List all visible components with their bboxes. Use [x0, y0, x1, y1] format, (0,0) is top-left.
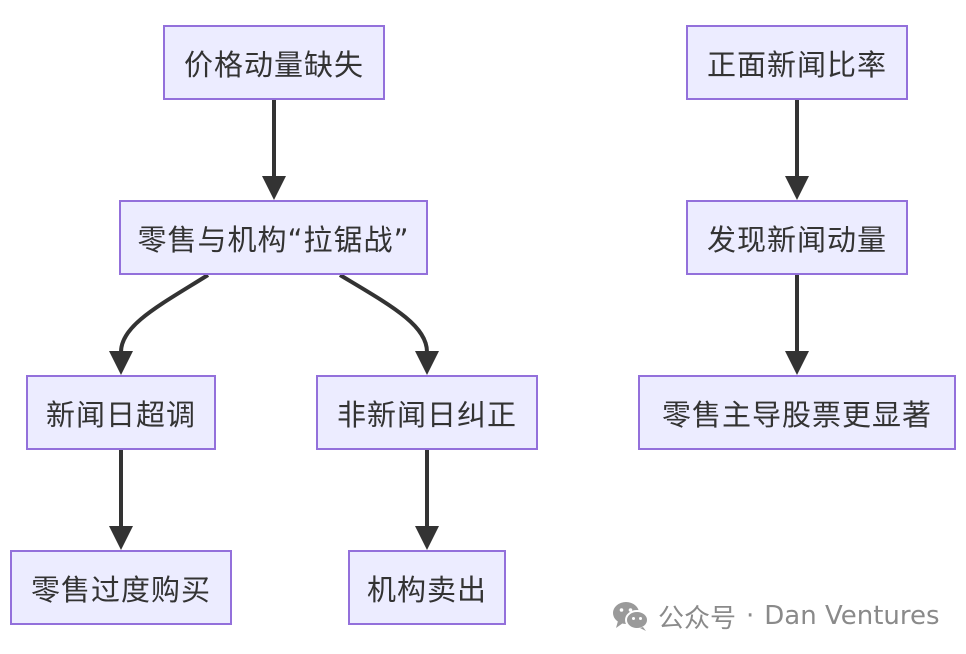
wechat-icon	[613, 602, 649, 631]
node-retail-dominated-stocks-more-significant: 零售主导股票更显著	[638, 375, 956, 450]
node-retail-overbuying: 零售过度购买	[10, 550, 232, 625]
node-institution-selling: 机构卖出	[348, 550, 506, 625]
arrowhead-n2	[262, 176, 286, 200]
node-price-momentum-missing: 价格动量缺失	[163, 25, 385, 100]
node-positive-news-ratio: 正面新闻比率	[686, 25, 908, 100]
arrowhead-n6	[415, 526, 439, 550]
arrowhead-n4	[415, 351, 439, 375]
arrowhead-n9	[785, 351, 809, 375]
edge-n2-n3	[119, 273, 210, 353]
arrowhead-n8	[785, 176, 809, 200]
edge-n2-n4	[338, 273, 429, 353]
watermark-separator: ·	[746, 601, 755, 631]
node-discover-news-momentum: 发现新闻动量	[686, 200, 908, 275]
arrowhead-n3	[109, 351, 133, 375]
node-retail-institution-tug-of-war: 零售与机构“拉锯战”	[119, 200, 428, 275]
watermark-account: Dan Ventures	[764, 601, 940, 631]
node-news-day-overshoot: 新闻日超调	[26, 375, 216, 450]
arrowhead-n5	[109, 526, 133, 550]
watermark-platform: 公众号	[658, 603, 737, 634]
watermark: 公众号 · Dan Ventures	[612, 596, 940, 636]
node-non-news-day-correction: 非新闻日纠正	[316, 375, 538, 450]
